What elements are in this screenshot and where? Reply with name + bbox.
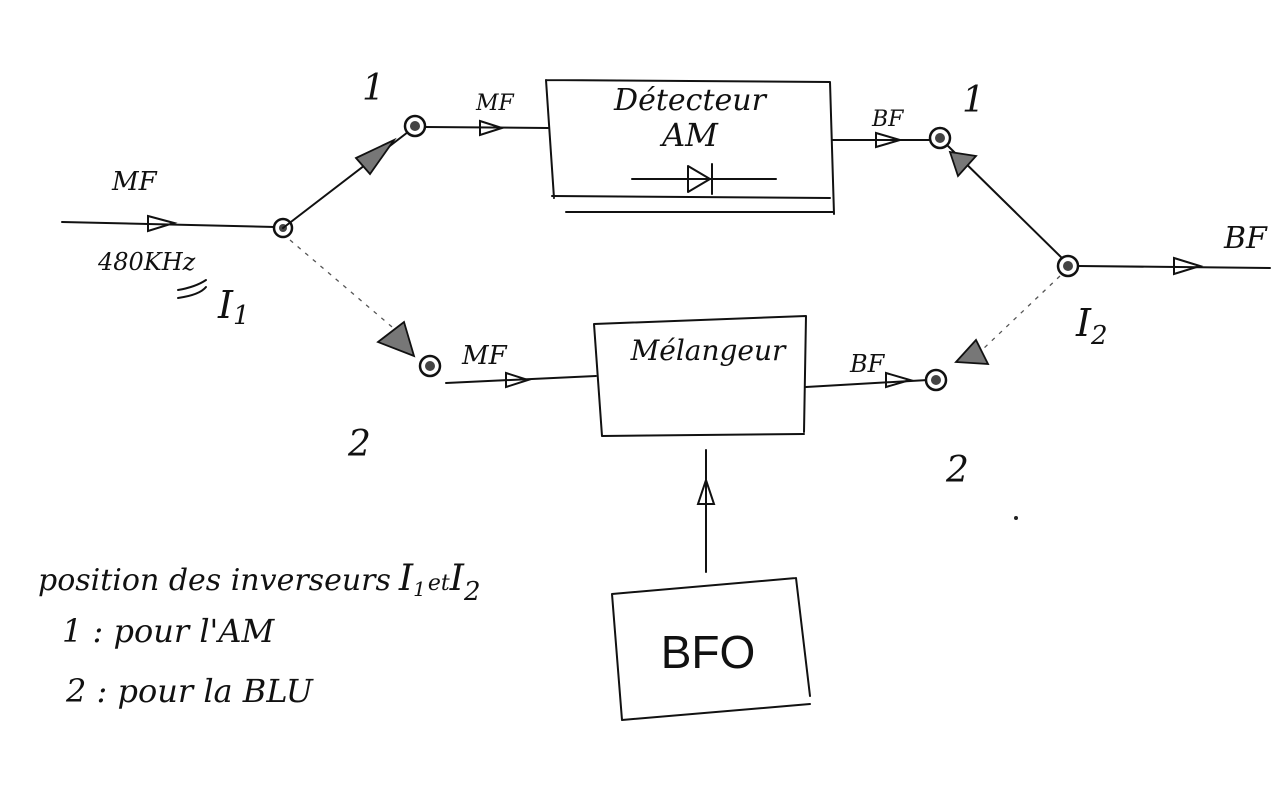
switch1-pos2-arrowhead (376, 320, 416, 358)
mf-top-label: MF (475, 91, 515, 116)
bf-top-arrow (875, 131, 904, 149)
diode-icon (631, 163, 777, 195)
output-signal-label: BF (1223, 221, 1268, 256)
mixer-block: Mélangeur (593, 315, 807, 437)
bf-bottom-arrow (885, 371, 914, 389)
bfo-block: BFO (611, 577, 811, 721)
input-line (61, 214, 276, 233)
input-signal-label: MF (111, 167, 158, 197)
detector-am-block: Détecteur AM (545, 79, 835, 215)
mixer-title: Mélangeur (630, 334, 787, 367)
stray-ink-dot (1014, 516, 1018, 520)
switch2-position2-label: 2 (945, 450, 969, 491)
output-arrow (1173, 256, 1204, 276)
switch1-position1-label: 1 (362, 68, 385, 109)
bfo-arrow (696, 476, 716, 505)
switch1-position2-label: 2 (347, 424, 371, 465)
bfo-title: BFO (661, 626, 756, 678)
switch1-arm-arrowhead (354, 137, 397, 176)
switch2-arm-arrowhead (948, 150, 978, 178)
input-frequency-label: 480KHz (97, 248, 196, 276)
legend-line-1: 1 : pour l'AM (62, 612, 275, 650)
switch1-label: I1 (217, 283, 250, 331)
input-arrow (147, 214, 178, 233)
detector-title: Détecteur (613, 83, 768, 118)
legend-line-2: 2 : pour la BLU (65, 672, 314, 710)
switch2-pos2-arrowhead (954, 338, 990, 365)
detector-subtitle: AM (659, 116, 719, 154)
mf-top-arrow (479, 119, 506, 137)
switch2-label: I2 (1075, 301, 1108, 351)
mf-bottom-arrow (505, 371, 532, 389)
mf-top-line (424, 126, 549, 129)
mf-bottom-line (445, 375, 597, 384)
bf-bottom-label: BF (849, 350, 886, 378)
switch2-position1-label: 1 (962, 80, 985, 121)
switch1-position2-dashed (289, 239, 406, 339)
bf-top-label: BF (871, 107, 904, 132)
pointer-squiggle (177, 279, 207, 299)
mf-bottom-label: MF (461, 341, 508, 371)
switch2-position2-dashed (981, 275, 1061, 351)
